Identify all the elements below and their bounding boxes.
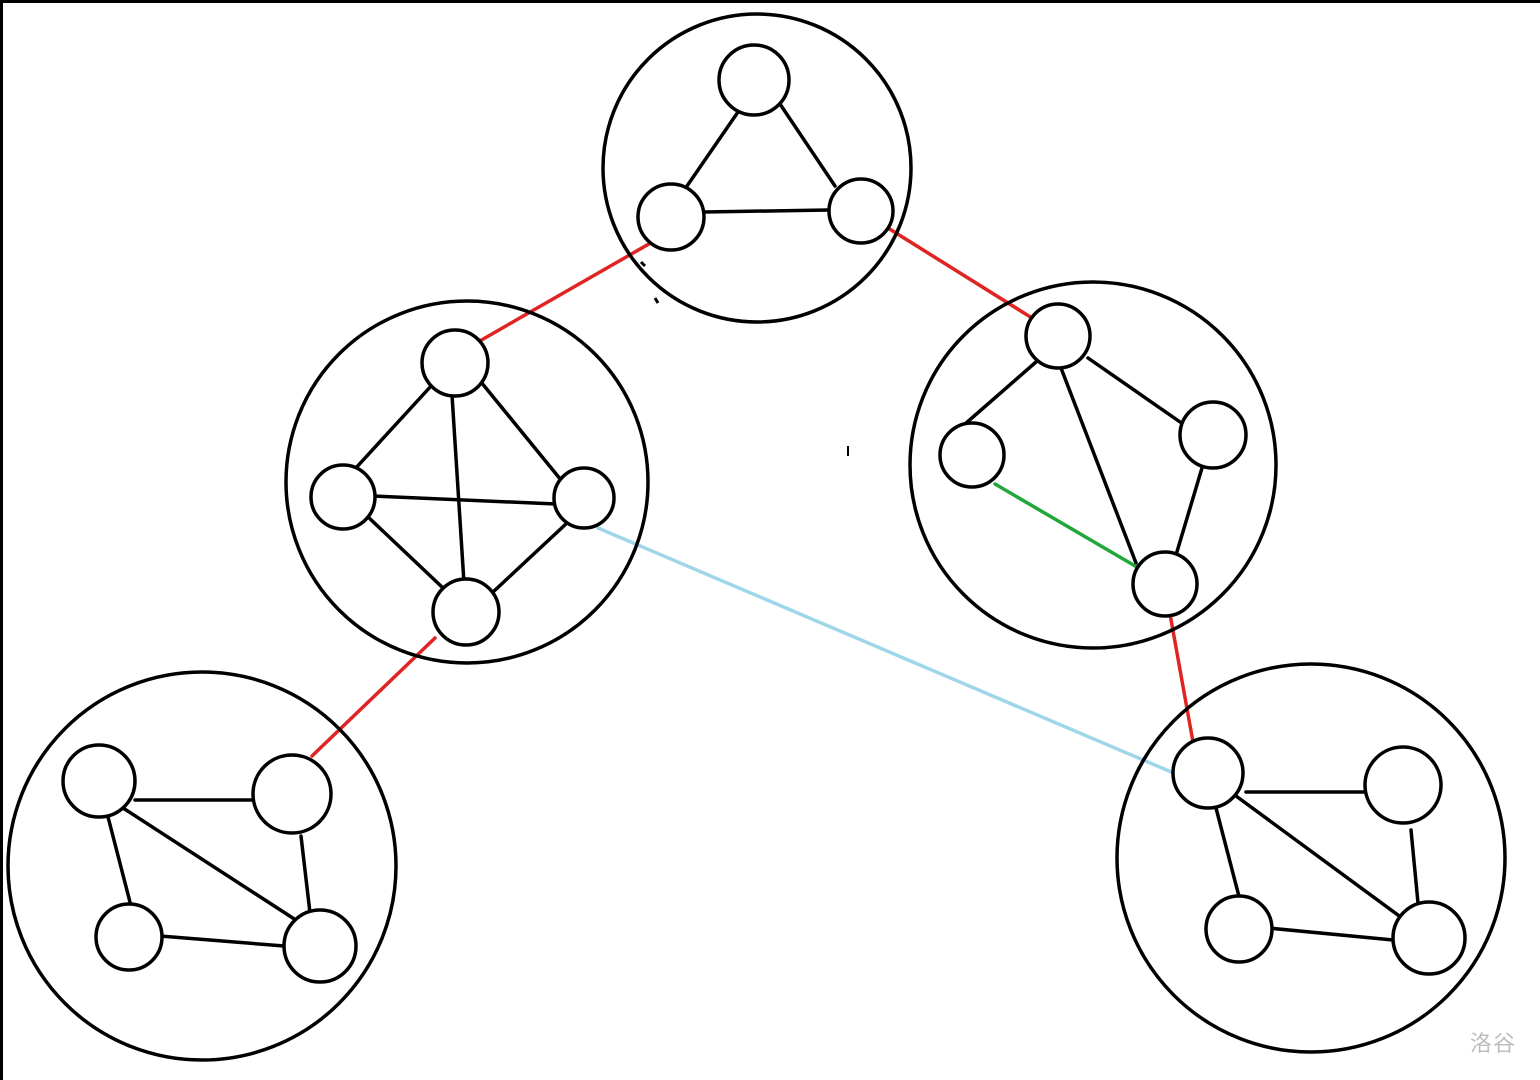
- node: [1391, 900, 1467, 976]
- node: [61, 743, 137, 819]
- edge: [450, 393, 466, 585]
- edge: [479, 380, 563, 482]
- edge-green: [993, 482, 1144, 572]
- edge: [352, 383, 434, 472]
- edge: [158, 934, 286, 948]
- edge: [963, 360, 1038, 426]
- group-middle-right: [847, 280, 1278, 650]
- node: [827, 177, 895, 245]
- node: [1204, 894, 1274, 964]
- link-top-to-middle-left: [476, 231, 670, 344]
- node: [552, 466, 616, 530]
- edge: [1234, 794, 1404, 920]
- group-circle-bottom-right: [1115, 662, 1507, 1054]
- group-middle-left: [284, 299, 650, 665]
- group-circle-middle-right: [908, 280, 1278, 650]
- edge: [1214, 806, 1244, 910]
- node: [1131, 550, 1199, 618]
- node: [282, 908, 358, 984]
- node: [431, 577, 501, 647]
- link-middle-left-to-bottom-left: [310, 636, 437, 758]
- group-bottom-right: [1115, 662, 1507, 1054]
- link-middle-left-to-bottom-right: [596, 526, 1178, 776]
- group-circle-top: [601, 12, 913, 324]
- edge: [365, 514, 444, 589]
- edge: [702, 208, 830, 214]
- edge: [685, 110, 740, 188]
- edge: [1409, 828, 1420, 905]
- group-top: [601, 12, 913, 324]
- node: [1024, 302, 1092, 370]
- edge: [1266, 926, 1395, 942]
- watermark-text: 洛谷: [1469, 1032, 1516, 1057]
- node: [938, 421, 1006, 489]
- inter-group-links: [310, 226, 1195, 776]
- node: [1363, 745, 1443, 825]
- edge: [370, 494, 558, 506]
- node: [94, 902, 164, 972]
- edge: [1059, 366, 1138, 565]
- edge: [299, 834, 312, 915]
- link-top-to-middle-right: [886, 226, 1034, 320]
- node: [717, 43, 791, 117]
- group-bottom-left: [6, 670, 398, 1062]
- edge: [1086, 356, 1185, 426]
- node: [636, 182, 706, 252]
- edge: [491, 521, 569, 594]
- node: [1171, 736, 1245, 810]
- edge: [1174, 466, 1204, 557]
- edge: [121, 806, 304, 926]
- edge: [105, 811, 133, 908]
- node: [251, 753, 333, 835]
- link-middle-right-to-bottom-right: [1168, 612, 1195, 744]
- stray-mark: [639, 260, 647, 268]
- group-circle-middle-left: [284, 299, 650, 665]
- node: [1178, 400, 1248, 470]
- edge: [778, 102, 837, 188]
- group-circle-bottom-left: [6, 670, 398, 1062]
- node: [420, 328, 490, 398]
- stray-mark: [653, 297, 660, 304]
- node: [309, 463, 377, 531]
